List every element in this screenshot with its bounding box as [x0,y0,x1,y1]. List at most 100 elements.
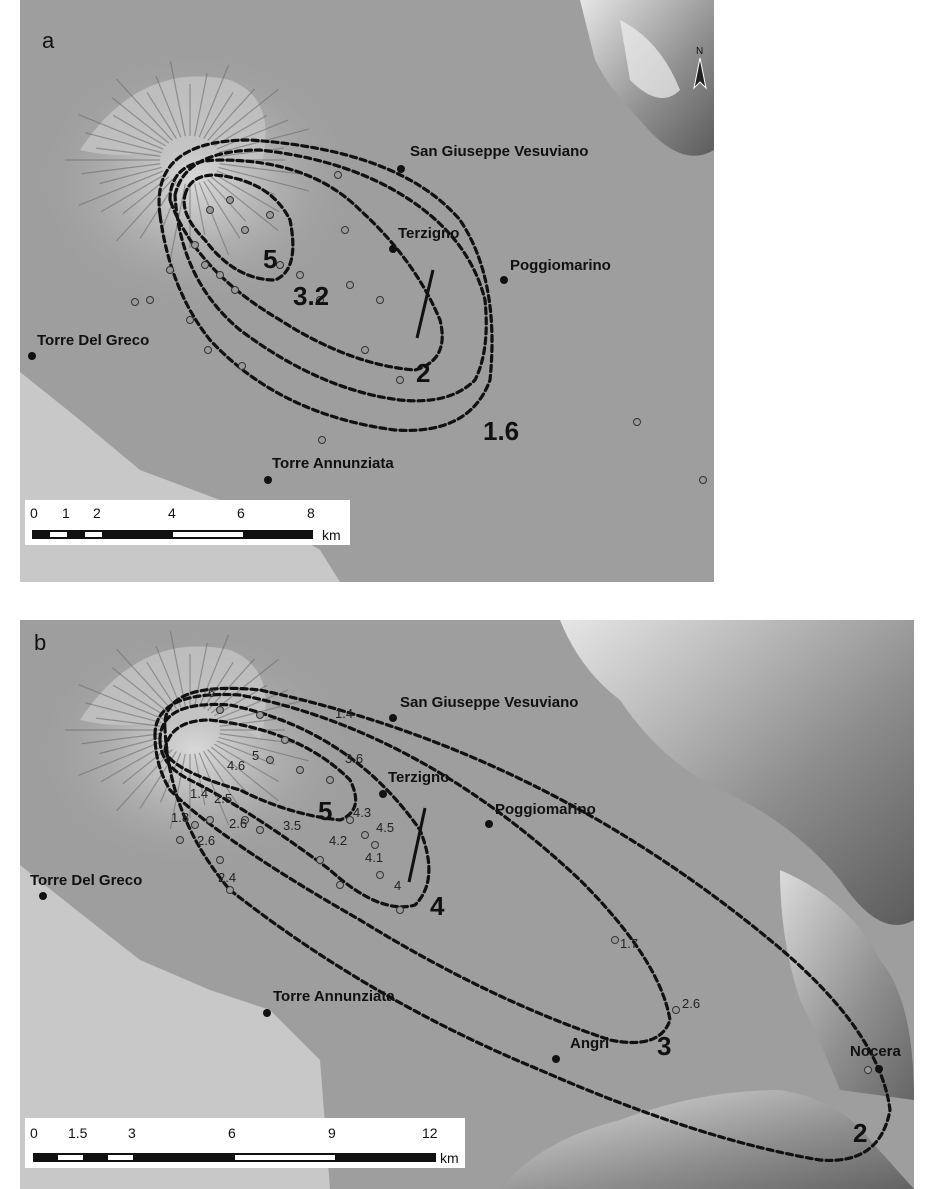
north-arrow-icon: N [693,46,707,90]
relief-ridge [216,740,275,766]
relief-ridge [210,88,279,144]
observation-point [376,296,384,304]
observation-point [191,241,199,249]
contour-label-5: 5 [318,796,332,826]
relief-ridge [116,648,173,711]
observation-point [241,226,249,234]
relief-ridge [78,684,164,720]
observation-point [266,756,274,764]
svg-text:km: km [322,527,341,543]
observation-point [226,196,234,204]
relief-ridge [146,661,177,709]
svg-text:Poggiomarino: Poggiomarino [495,801,596,818]
observation-point [376,871,384,879]
contour-5 [163,718,358,822]
svg-text:0: 0 [30,1125,38,1141]
svg-text:km: km [440,1150,459,1166]
relief-ridge [146,91,177,139]
svg-text:5: 5 [252,748,259,763]
svg-text:N: N [696,46,703,57]
observation-point [396,906,404,914]
svg-text:8: 8 [307,505,315,521]
town-torre-annunziata: Torre Annunziata [264,455,394,484]
observation-point [316,856,324,864]
relief-ridge [198,752,230,826]
observation-points [176,706,872,1074]
relief-ridge [203,181,241,239]
relief-ridge [85,702,162,724]
relief-ridge [207,658,256,711]
mountain-relief-south [500,1090,914,1189]
observation-point [864,1066,872,1074]
svg-text:4.1: 4.1 [365,850,383,865]
relief-ridge [207,749,247,792]
relief-ridge [218,736,310,762]
contour-2 [163,686,892,1163]
observation-point [238,362,246,370]
contour-label-3: 3 [657,1031,671,1061]
svg-text:Torre Annunziata: Torre Annunziata [272,455,394,472]
svg-text:12: 12 [422,1125,438,1141]
relief-ridge [96,147,161,157]
observation-point [396,376,404,384]
svg-text:Torre Del Greco: Torre Del Greco [37,332,149,349]
observation-point [201,261,209,269]
mountain-highlight [620,20,680,98]
relief-ridge [81,163,161,175]
relief-ridge [169,61,186,137]
observation-point [231,286,239,294]
svg-text:0: 0 [30,505,38,521]
town-torre-annunziata: Torre Annunziata [263,988,395,1017]
point-value-labels: 6 1.4 3.6 4.6 5 1.4 2.5 4.3 4.5 2.6 3.5 … [171,685,700,1011]
town-torre-del-greco: Torre Del Greco [30,872,142,900]
relief-ridge [213,743,280,783]
svg-text:1.8: 1.8 [171,810,189,825]
relief-ridge [112,684,167,717]
observation-point [699,476,707,484]
observation-point [334,171,342,179]
observation-point [633,418,641,426]
fault-line [407,807,427,883]
observation-point [206,206,214,214]
contour-label-2: 2 [416,358,430,388]
observation-point [672,1006,680,1014]
svg-text:Angri: Angri [570,1035,609,1052]
sea-area [20,865,330,1189]
svg-text:1.4: 1.4 [335,706,353,721]
contour-4 [158,702,431,909]
relief-ridge [100,743,167,783]
observation-point [346,816,354,824]
relief-ridge [85,132,162,154]
relief-ridge [219,717,284,727]
observation-point [226,886,234,894]
relief-ridge [111,667,170,714]
relief-ridge [218,698,310,724]
observation-point [318,436,326,444]
relief-ridge [207,88,256,141]
svg-text:4.5: 4.5 [376,820,394,835]
observation-point [131,298,139,306]
panel-letter: a [42,28,55,53]
relief-ridge [203,751,241,809]
contour-label-2: 2 [853,1118,867,1148]
relief-ridge [116,749,173,812]
observation-point [191,821,199,829]
contour-label-4: 4 [430,891,445,921]
relief-ridge [198,182,230,256]
relief-ridge [111,97,170,144]
observation-point [276,261,284,269]
observation-point [146,296,154,304]
relief-ridge [194,72,208,137]
svg-text:3: 3 [128,1125,136,1141]
svg-text:2.6: 2.6 [197,833,215,848]
relief-ridge [155,76,182,138]
svg-text:Poggiomarino: Poggiomarino [510,257,611,274]
relief-ridge [203,661,234,709]
relief-ridge [219,163,299,175]
fault-line [415,269,435,339]
observation-point [216,706,224,714]
relief-ridge [78,170,164,206]
map-panel-a: a N 5 3.2 2 1.6 San Giuseppe Vesuviano T… [20,0,714,582]
svg-text:4: 4 [394,878,401,893]
svg-text:Torre Del Greco: Torre Del Greco [30,872,142,889]
